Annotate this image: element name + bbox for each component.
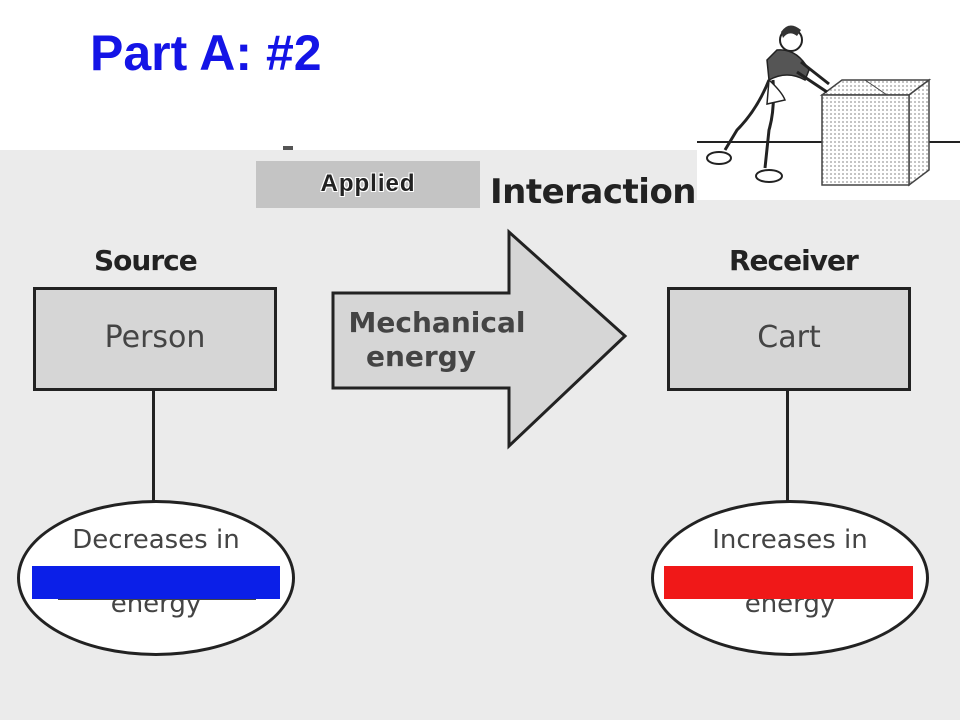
source-oval-line1: Decreases in [72,525,240,555]
source-header: Source [94,244,198,277]
receiver-oval-line1: Increases in [712,525,868,555]
source-blank-line [58,598,256,600]
receiver-box: Cart [667,287,911,391]
receiver-header: Receiver [729,244,859,277]
arrow-label-line2: energy [366,340,476,373]
source-connector [152,391,155,501]
arrow-label-line1: Mechanical [349,306,526,339]
divider-mark [283,146,293,150]
receiver-blank-cover [664,566,913,599]
source-blank-cover [32,566,280,599]
applied-label-box: Applied [256,161,480,208]
source-box: Person [33,287,277,391]
receiver-box-label: Cart [757,320,821,355]
applied-label: Applied [320,170,416,197]
mechanical-energy-arrow: Mechanical energy [331,228,628,450]
source-box-label: Person [104,320,206,355]
person-pushing-cart-icon [697,25,960,187]
receiver-connector [786,391,789,501]
slide-title: Part A: #2 [90,25,322,81]
illustration [697,0,960,200]
interaction-label: Interaction [490,172,697,212]
